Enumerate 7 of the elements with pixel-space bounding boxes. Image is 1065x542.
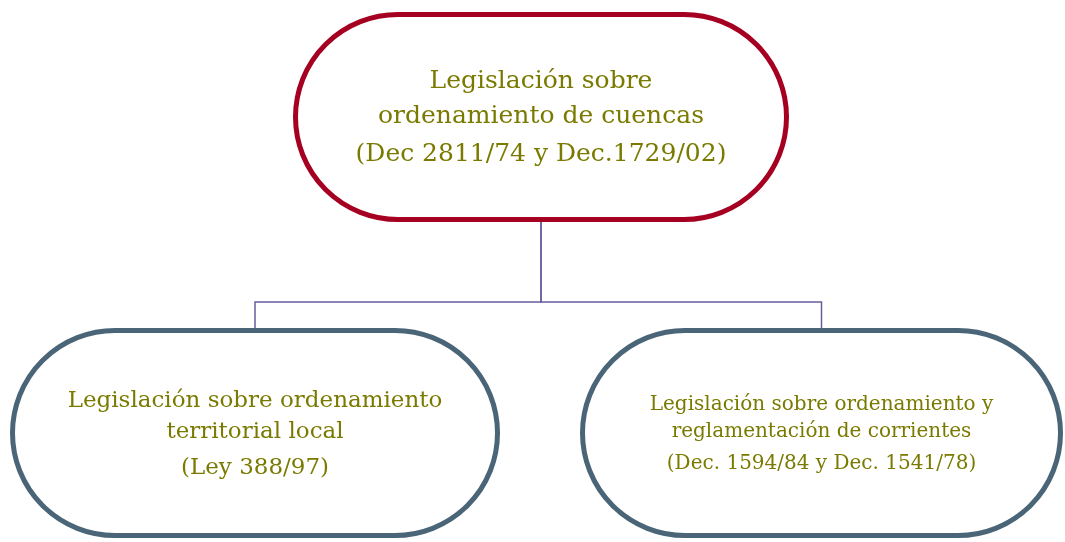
- node-text: (Ley 388/97): [180, 451, 330, 481]
- node-text: Legislación sobre ordenamiento territorial local: [66, 384, 444, 446]
- node-text: (Dec 2811/74 y Dec.1729/02): [355, 137, 727, 170]
- connector-line: [540, 221, 823, 329]
- node-text: (Dec. 1594/84 y Dec. 1541/78): [666, 448, 977, 476]
- node-text: Legislación sobre ordenamiento y reglamentación de corrientes: [648, 389, 995, 445]
- node-text: Legislación sobre ordenamiento de cuencas: [377, 64, 705, 131]
